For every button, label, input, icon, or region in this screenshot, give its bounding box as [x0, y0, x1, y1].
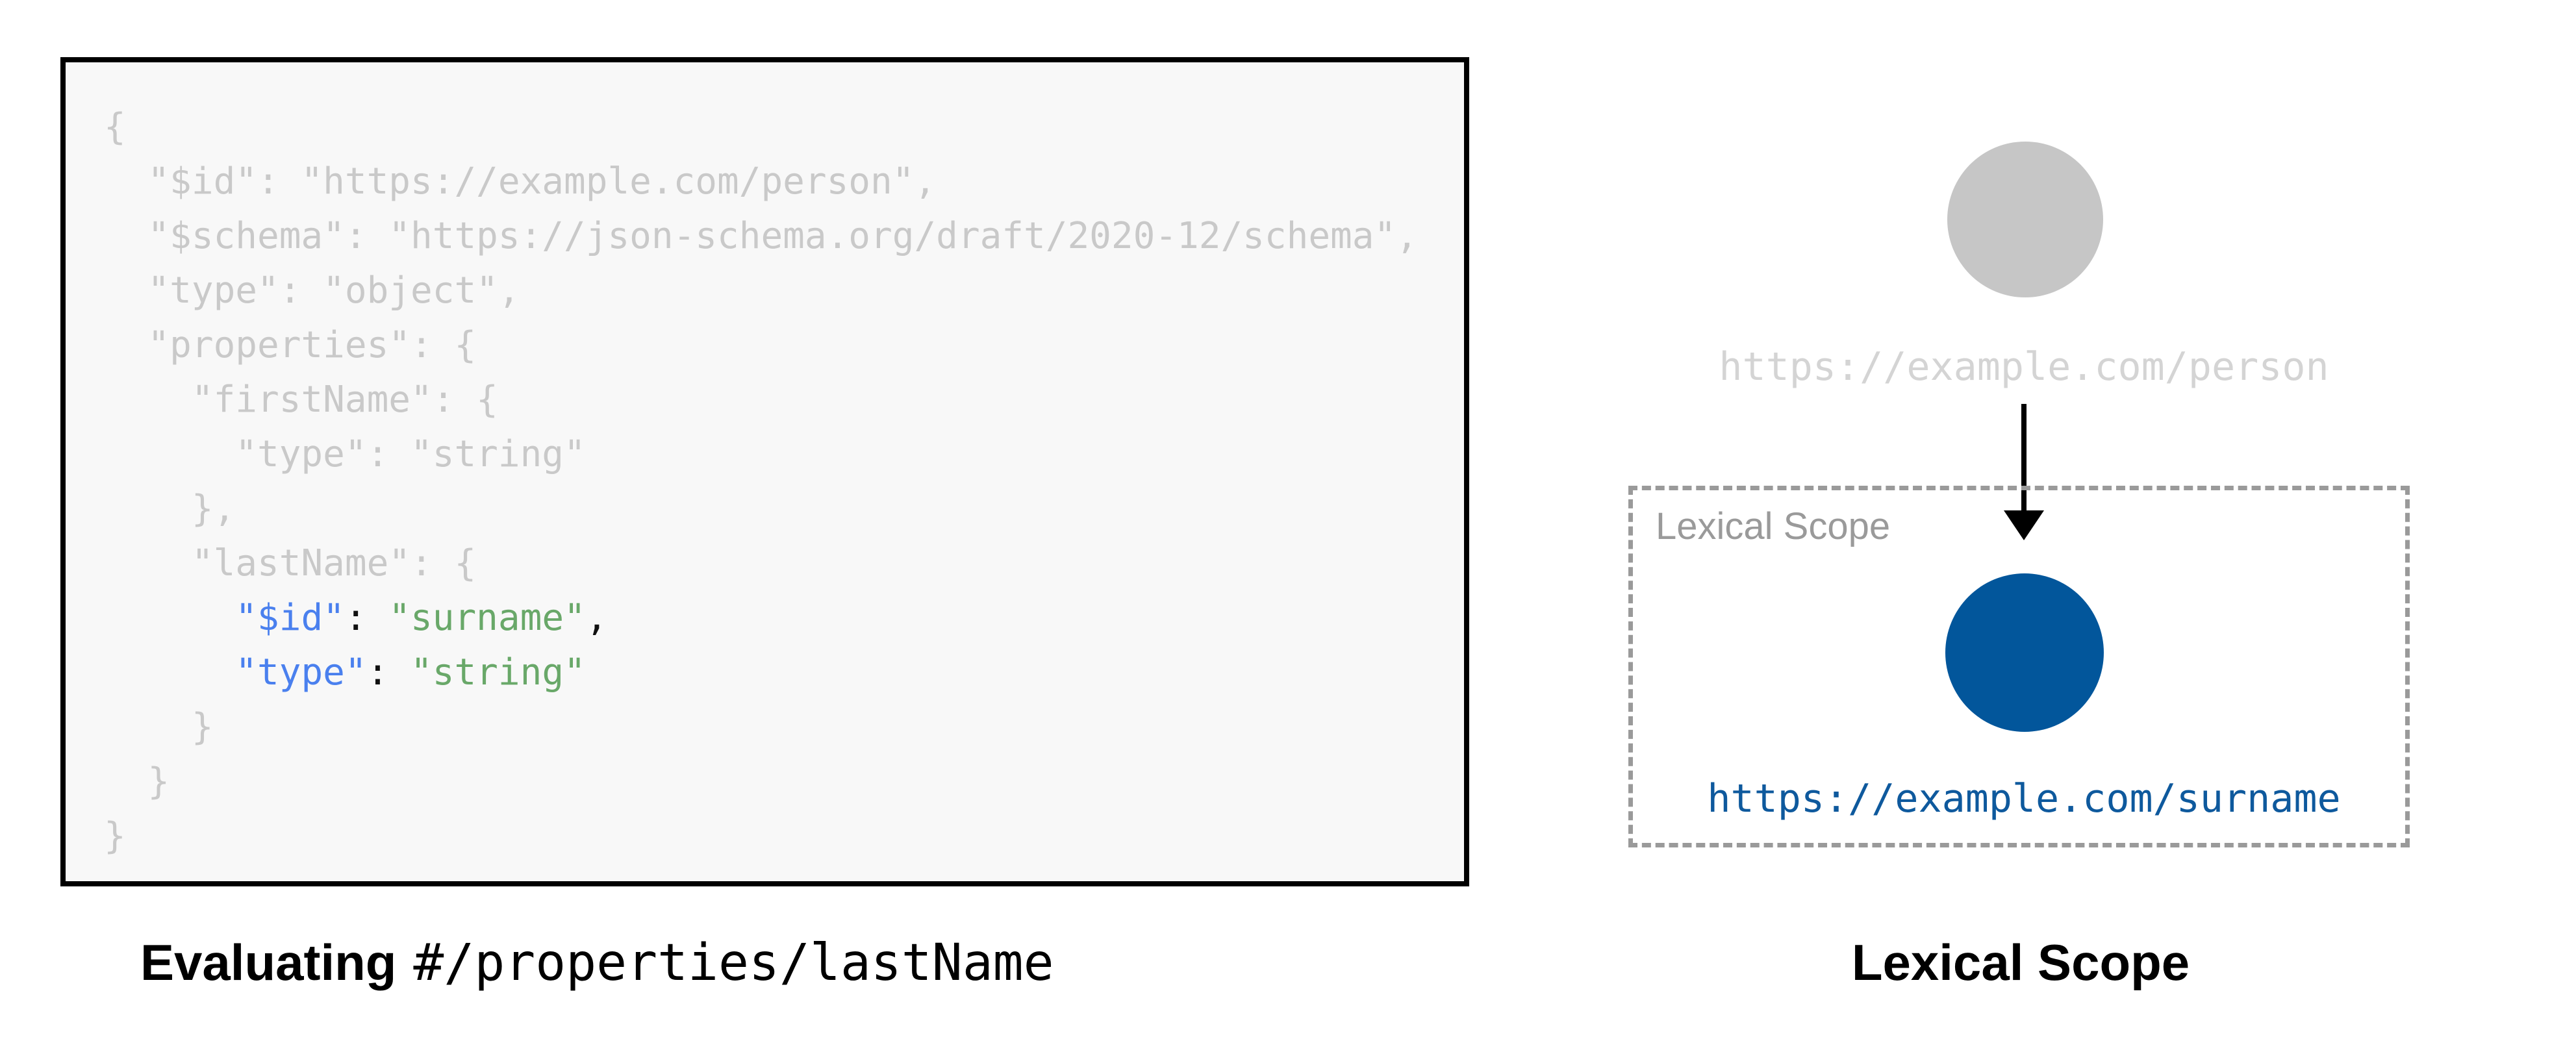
code-line: "$id": "https://example.com/person", — [104, 155, 1464, 209]
code-segment-gray: "type": "object", — [104, 269, 520, 312]
code-block: { "$id": "https://example.com/person", "… — [66, 62, 1464, 864]
code-line: } — [104, 809, 1464, 864]
lexical-scope-label: Lexical Scope — [1656, 505, 1891, 547]
code-line: "properties": { — [104, 318, 1464, 373]
code-line: } — [104, 700, 1464, 755]
json-schema-code-panel: { "$id": "https://example.com/person", "… — [60, 57, 1469, 886]
code-line: "firstName": { — [104, 373, 1464, 427]
code-line: { — [104, 100, 1464, 155]
code-segment-gray: }, — [104, 488, 236, 530]
code-segment-gray: "$id": "https://example.com/person", — [104, 160, 937, 203]
code-segment-gray: "$schema": "https://json-schema.org/draf… — [104, 215, 1418, 257]
code-line: "$id": "surname", — [104, 591, 1464, 645]
left-caption-pointer: #/properties/lastName — [413, 934, 1054, 992]
parent-node-circle — [1947, 142, 2103, 297]
code-segment-gray: "type": "string" — [104, 433, 586, 475]
code-segment-value: "string" — [410, 651, 586, 694]
code-segment-gray: } — [104, 760, 170, 803]
code-segment-gray — [104, 651, 235, 694]
right-caption: Lexical Scope — [1851, 934, 2190, 991]
child-node-circle — [1945, 573, 2104, 732]
code-segment-gray — [104, 597, 235, 639]
arrow-down-line — [2021, 404, 2027, 513]
code-line: }, — [104, 482, 1464, 536]
code-segment-punct: : — [344, 597, 389, 639]
lexical-scope-box: Lexical Scope — [1628, 486, 2410, 847]
code-line: "type": "string" — [104, 645, 1464, 700]
code-line: "type": "object", — [104, 264, 1464, 318]
code-segment-punct: : — [366, 651, 411, 694]
parent-node-label: https://example.com/person — [1719, 344, 2329, 390]
code-line: "type": "string" — [104, 427, 1464, 482]
code-segment-gray: } — [104, 706, 214, 748]
code-segment-gray: "firstName": { — [104, 379, 498, 421]
code-segment-gray: "lastName": { — [104, 542, 477, 584]
code-segment-key: "$id" — [235, 597, 345, 639]
arrow-down-head — [2004, 510, 2044, 540]
code-segment-key: "type" — [235, 651, 367, 694]
code-segment-value: "surname" — [388, 597, 586, 639]
code-segment-gray: "properties": { — [104, 324, 477, 366]
code-segment-gray: } — [104, 815, 126, 857]
code-line: "$schema": "https://json-schema.org/draf… — [104, 209, 1464, 264]
child-node-label: https://example.com/surname — [1707, 776, 2341, 821]
left-caption: Evaluating #/properties/lastName — [140, 936, 1054, 989]
code-segment-gray: { — [104, 106, 126, 148]
code-line: "lastName": { — [104, 536, 1464, 591]
code-segment-punct: , — [585, 597, 608, 639]
code-line: } — [104, 755, 1464, 809]
left-caption-prefix: Evaluating — [140, 934, 397, 991]
